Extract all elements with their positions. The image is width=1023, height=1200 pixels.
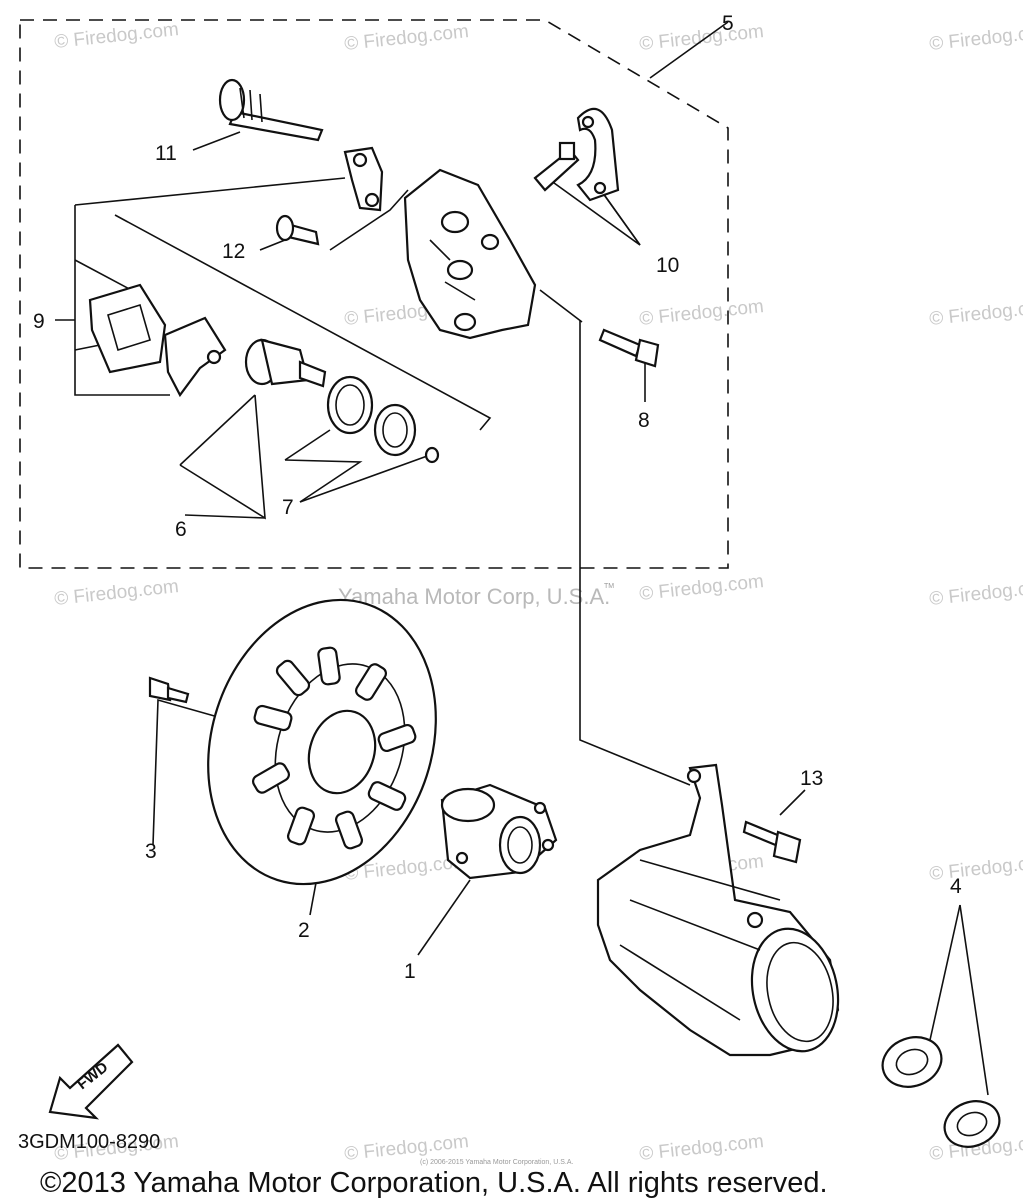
disc-bolt-3	[148, 676, 190, 704]
callout-13: 13	[800, 767, 823, 790]
callout-11: 11	[155, 142, 177, 165]
caliper-piston-6	[244, 338, 327, 388]
callout-1: 1	[404, 960, 416, 983]
callout-5: 5	[722, 12, 734, 35]
caliper-body	[403, 168, 537, 340]
hub-1	[440, 783, 558, 880]
bolt-8	[598, 328, 660, 368]
watermark: © Firedog.com	[928, 296, 1023, 330]
callout-3: 3	[145, 840, 157, 863]
copyright-notice: ©2013 Yamaha Motor Corporation, U.S.A. A…	[40, 1167, 828, 1199]
watermark: © Firedog.com	[638, 1131, 764, 1165]
brake-pad-9b	[163, 316, 227, 398]
brake-disc-2	[207, 598, 437, 886]
watermark: © Firedog.com	[638, 296, 764, 330]
watermark: © Firedog.com	[343, 21, 469, 55]
callout-4: 4	[950, 875, 962, 898]
callout-9: 9	[33, 310, 45, 333]
watermark: © Firedog.com	[53, 576, 179, 610]
watermark: © Firedog.com	[53, 19, 179, 53]
callout-6: 6	[175, 518, 187, 541]
bleed-screw-12	[275, 214, 320, 246]
hose-clamp-10	[576, 107, 620, 202]
callouts: 5 11 12 9 10 8 7 6 3 2 1 13 4	[33, 12, 962, 983]
brake-housing	[596, 763, 840, 1057]
callout-12: 12	[222, 240, 245, 263]
brake-pad-9a	[88, 283, 167, 374]
watermark: © Firedog.com	[928, 851, 1023, 885]
callout-2: 2	[298, 919, 310, 942]
callout-7: 7	[282, 496, 294, 519]
watermark: © Firedog.com	[638, 571, 764, 605]
callout-10: 10	[656, 254, 679, 277]
slide-pin-11	[218, 78, 324, 142]
fwd-arrow-icon: FWD	[48, 1043, 134, 1120]
diagram-code: 3GDM100-8290	[18, 1131, 160, 1153]
leader-lines	[55, 21, 989, 1096]
caliper-bracket	[343, 146, 384, 212]
lock-nut-4a	[881, 1036, 943, 1088]
bleed-fitting-10	[533, 141, 580, 192]
watermarks: © Firedog.com © Firedog.com © Firedog.co…	[53, 19, 1023, 1165]
caliper-assembly-boundary	[19, 19, 729, 569]
lock-nut-4b	[943, 1100, 1001, 1148]
callout-8: 8	[638, 409, 650, 432]
bolt-13	[742, 820, 802, 864]
trademark-mark: TM	[604, 583, 614, 590]
center-watermark: Yamaha Motor Corp, U.S.A.	[338, 584, 610, 609]
small-notice: (c) 2006-2015 Yamaha Motor Corporation, …	[420, 1159, 573, 1166]
watermark: © Firedog.com	[928, 576, 1023, 610]
watermark: © Firedog.com	[638, 21, 764, 55]
watermark: © Firedog.com	[928, 21, 1023, 55]
piston-seals-7	[326, 375, 440, 464]
